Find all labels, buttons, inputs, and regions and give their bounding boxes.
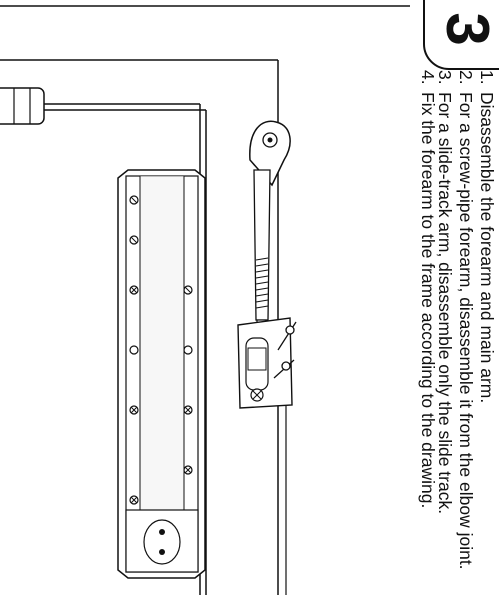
list-item: 2. For a screw-pipe forearm, disassemble… [455, 70, 476, 590]
step-number: 3 [434, 12, 499, 46]
list-item: 4. Fix the forearm to the frame accordin… [417, 70, 438, 590]
closer-body [117, 169, 206, 579]
step-text: For a slide-track arm, disassemble only … [435, 92, 455, 515]
instruction-text-block: 3 1. Disassemble the forearm and main ar… [269, 0, 499, 595]
step-text: Fix the forearm to the frame according t… [418, 92, 438, 509]
step-text: Disassemble the forearm and main arm. [477, 92, 497, 404]
closer-arm [237, 120, 297, 409]
hinge [0, 87, 45, 125]
list-item: 1. Disassemble the forearm and main arm. [476, 70, 497, 590]
steps-list: 1. Disassemble the forearm and main arm.… [417, 70, 497, 590]
step-number-label: 1. [477, 70, 497, 85]
step-text: For a screw-pipe forearm, disassemble it… [456, 92, 476, 570]
step-number-badge: 3 [423, 0, 499, 70]
step-number-label: 2. [456, 70, 476, 85]
step-number-label: 4. [418, 70, 438, 85]
